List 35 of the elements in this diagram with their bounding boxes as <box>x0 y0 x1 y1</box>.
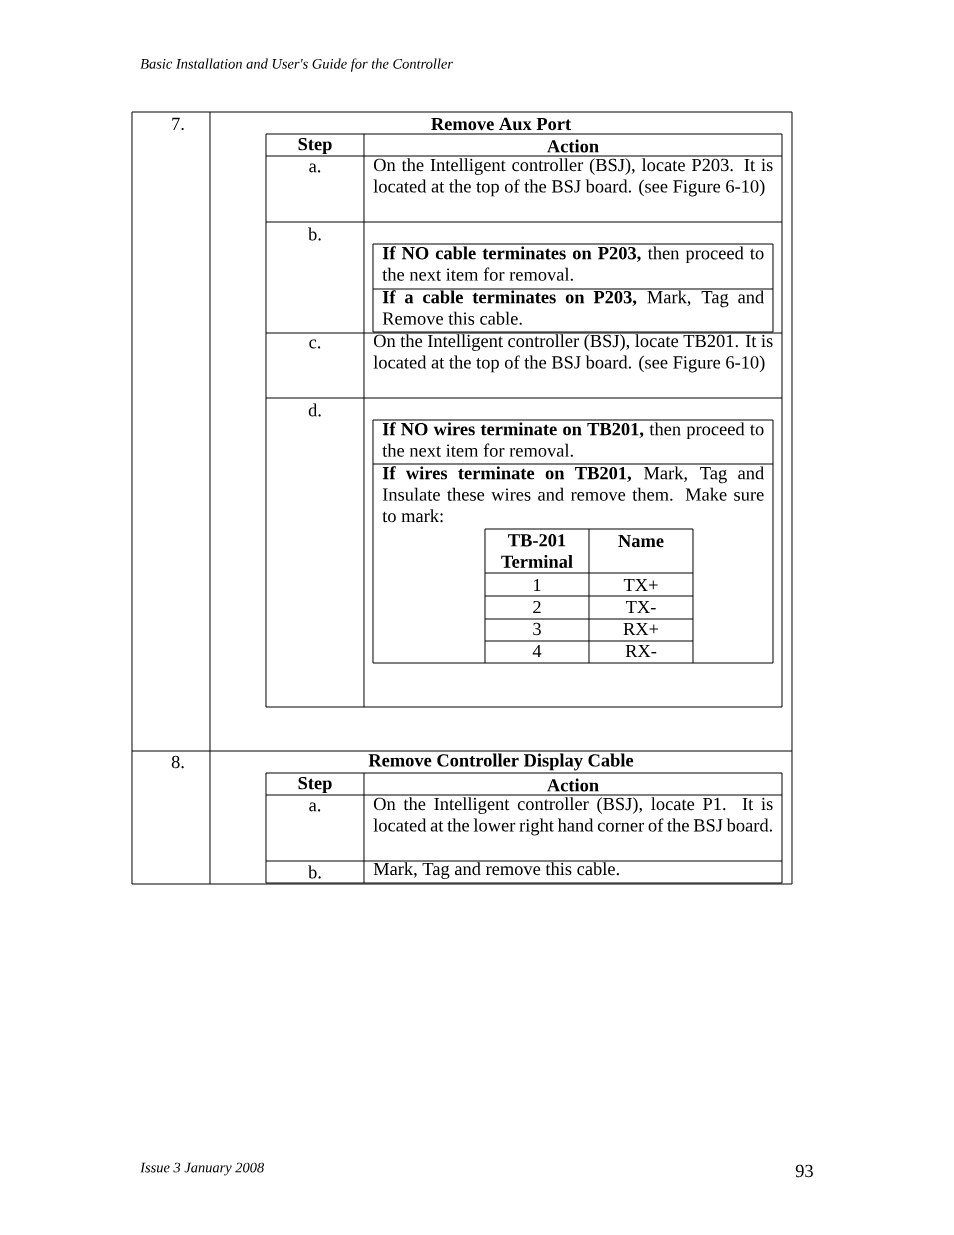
instruction-text: On the Intelligent controller (BSJ), locate TB201. It is located at the top of the BSJ board. (see Figure 6-10) <box>373 334 773 373</box>
column-header: Step <box>298 776 332 794</box>
step-letter: a. <box>309 802 321 812</box>
step-number: 7. <box>172 117 184 131</box>
section-title: Remove Controller Display Cable <box>368 753 634 771</box>
step-letter: b. <box>308 865 321 879</box>
column-header: TB-201 Terminal <box>501 534 573 568</box>
cell-text: 3 <box>533 622 541 636</box>
instruction-text: On the Intelligent controller (BSJ), locate P203. It is located at the top of the BSJ board. (see Figure 6-10) <box>373 158 773 197</box>
step-letter: b. <box>308 227 321 241</box>
page-number: 93 <box>795 1164 813 1178</box>
section-title: Remove Aux Port <box>431 117 572 131</box>
column-header: Name <box>618 534 664 548</box>
instruction-text: Mark, Tag and remove this cable. <box>373 862 619 879</box>
step-letter: a. <box>309 163 321 173</box>
step-letter: d. <box>308 403 321 417</box>
instruction-text: If wires terminate on TB201, Mark, Tag and Insulate these wires and remove them. Make sure to mark: <box>382 466 764 523</box>
cell-text: RX- <box>625 644 657 658</box>
cell-text: 2 <box>533 600 541 614</box>
column-header: Action <box>547 139 599 153</box>
instruction-text: If NO cable terminates on P203, then proceed to the next item for removal. <box>382 246 764 281</box>
cell-text: TX- <box>625 600 656 614</box>
instruction-text: On the Intelligent controller (BSJ), locate P1. It is located at the lower right hand corner of the BSJ board. <box>373 797 773 836</box>
instruction-text: If a cable terminates on P203, Mark, Tag and Remove this cable. <box>382 290 764 325</box>
column-header: Step <box>298 137 332 155</box>
footer-text: Issue 3 January 2008 <box>140 1162 264 1176</box>
column-header: Action <box>547 778 599 792</box>
step-number: 8. <box>171 755 184 769</box>
cell-text: RX+ <box>623 622 659 636</box>
instruction-text: If NO wires terminate on TB201, then proceed to the next item for removal. <box>382 422 764 457</box>
cell-text: 1 <box>534 578 541 592</box>
cell-text: 4 <box>532 644 542 658</box>
cell-text: TX+ <box>623 578 658 592</box>
step-letter: c. <box>309 339 321 349</box>
running-header: Basic Installation and User's Guide for the Controller <box>140 58 453 72</box>
